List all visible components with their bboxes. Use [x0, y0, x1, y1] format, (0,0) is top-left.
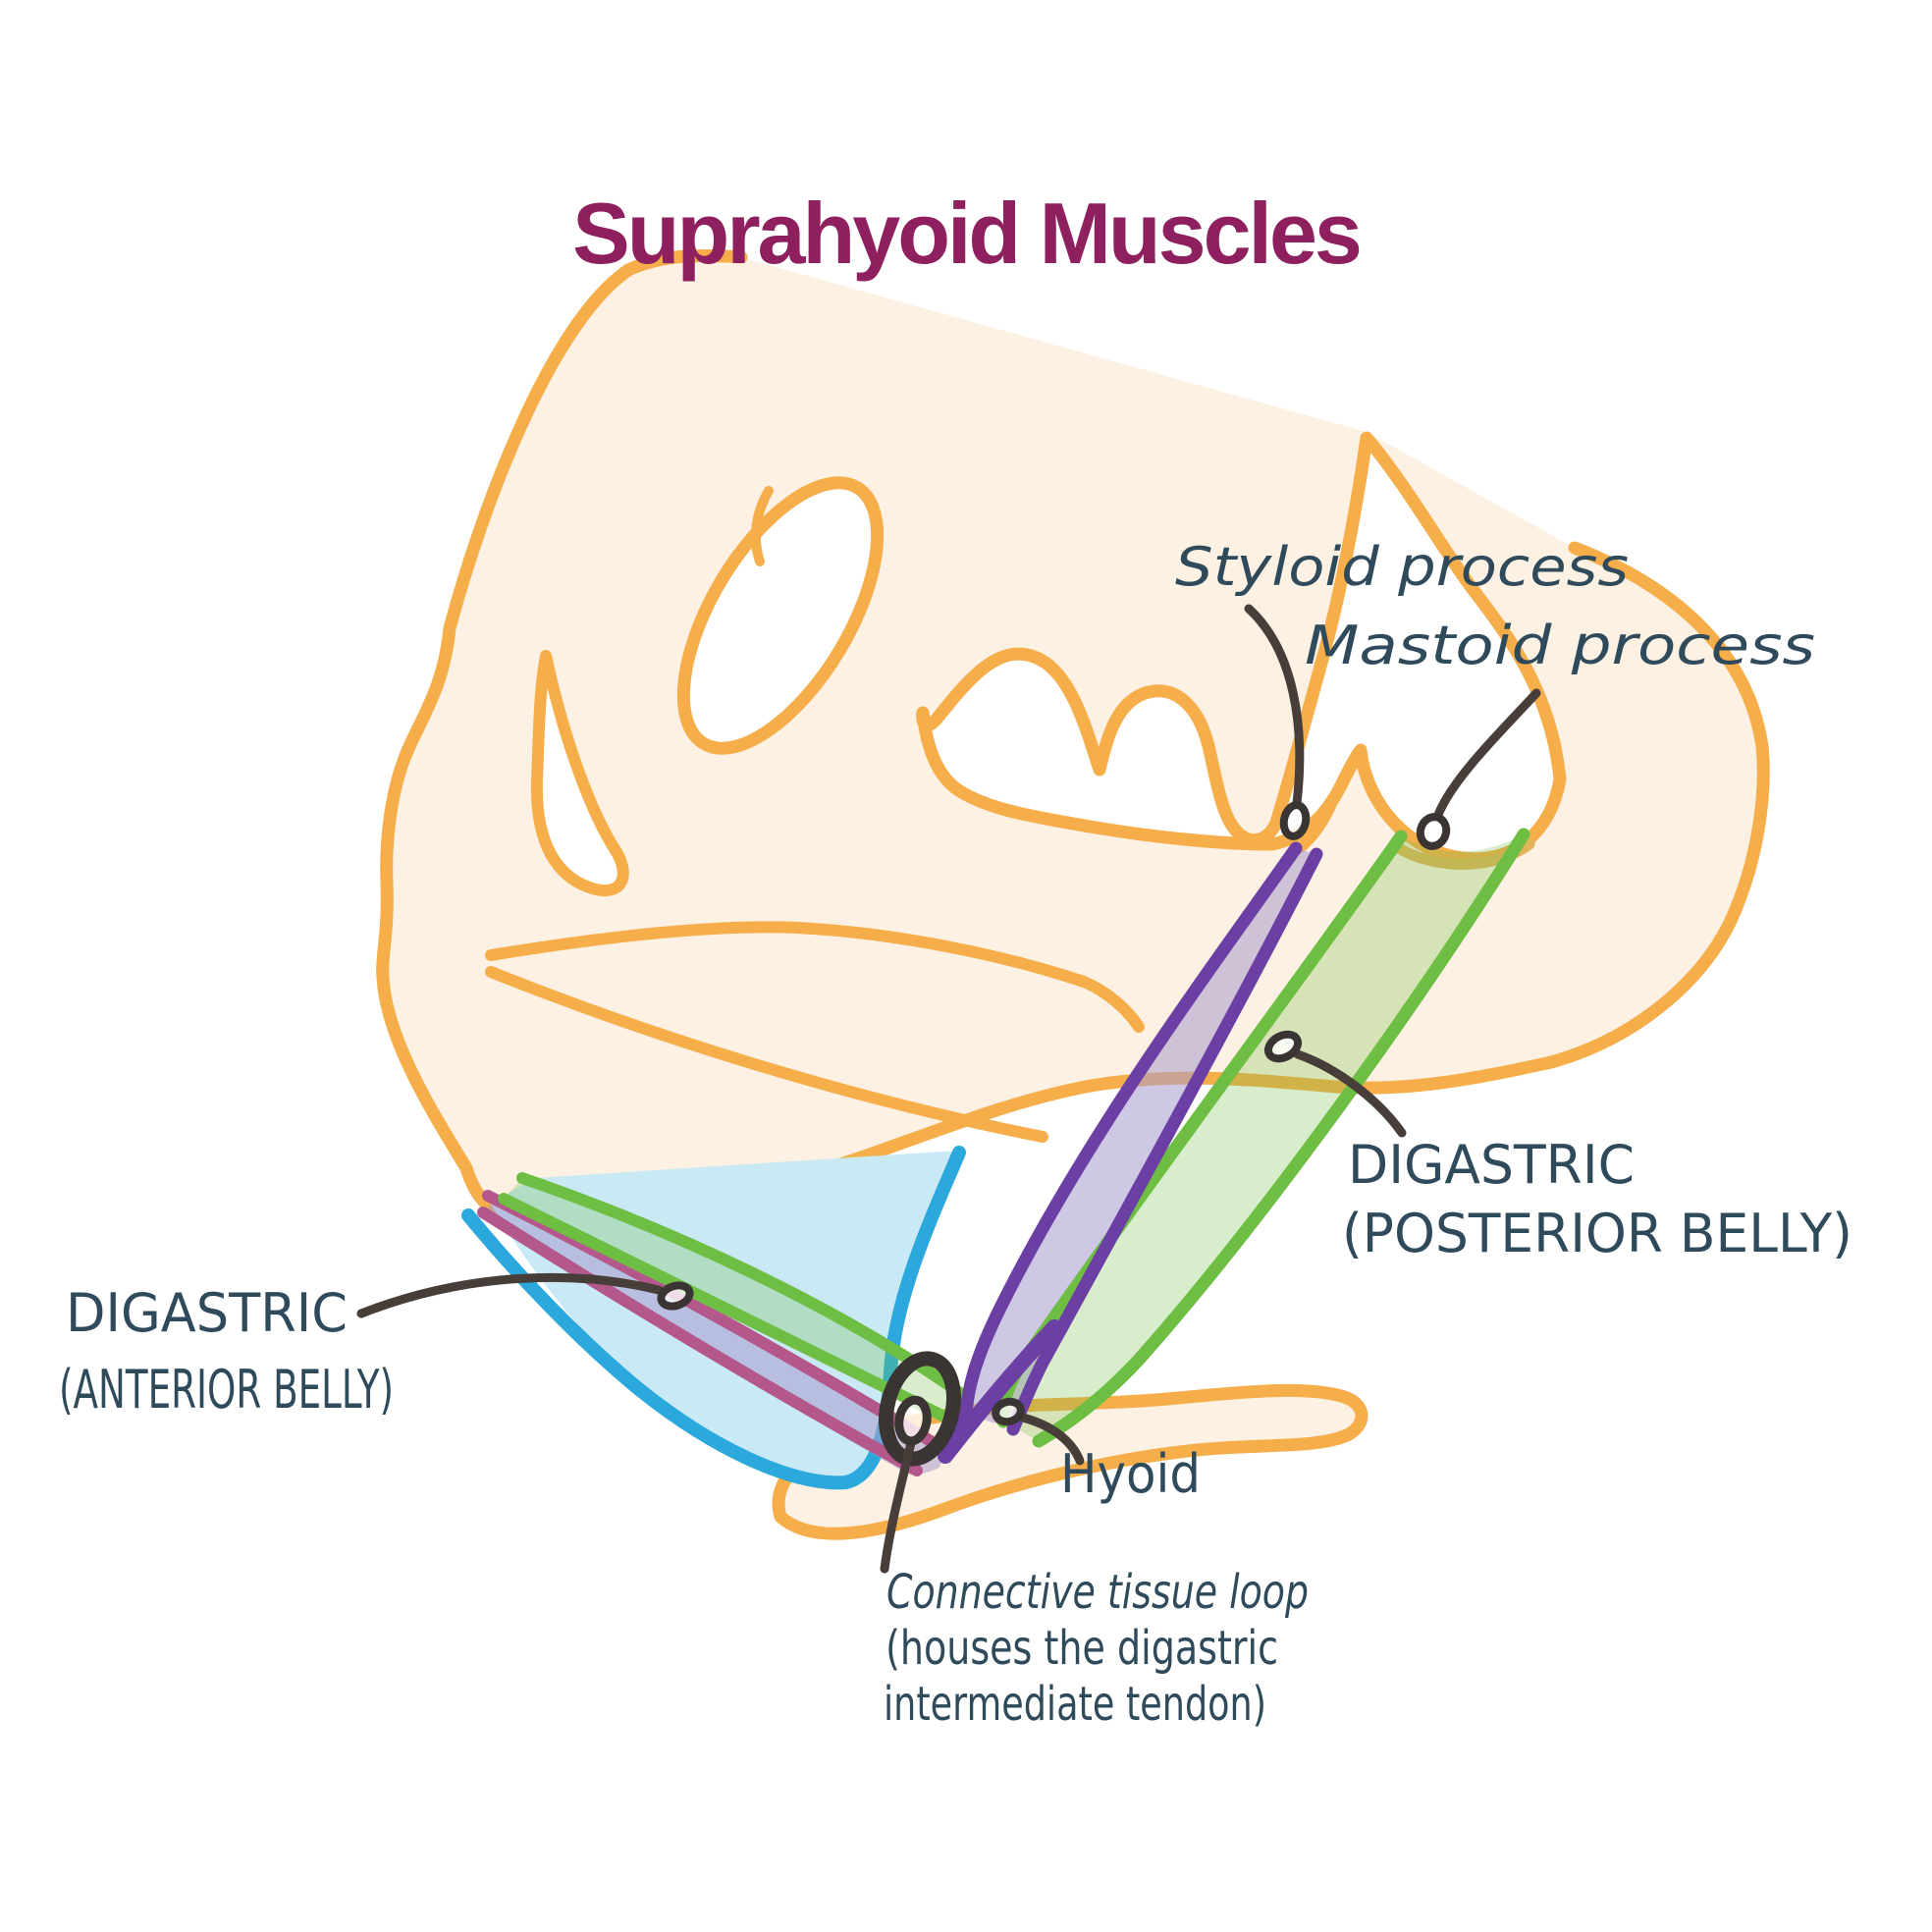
styloid-leader-line — [1244, 604, 1305, 808]
hyoid-leader-line — [1018, 1413, 1085, 1466]
digastric-anterior-fill — [504, 1178, 974, 1422]
digastric-anterior-edge-bottom — [498, 1193, 960, 1427]
mastoid-marker — [1416, 813, 1451, 850]
connective-loop-label-line1: Connective tissue loop — [886, 1565, 1309, 1620]
orbit-inner-line — [750, 486, 774, 566]
digastric-anterior-marker — [657, 1281, 694, 1311]
mastoid-leader-line — [1433, 688, 1541, 820]
digastric-posterior-leader-line — [1293, 1049, 1407, 1138]
orbit — [676, 476, 885, 755]
digastric-intermediate-tendon — [938, 1319, 1062, 1464]
stylohyoid-edge-right — [1006, 847, 1323, 1436]
digastric-posterior-fill — [1002, 834, 1524, 1441]
page-title: Suprahyoid Muscles — [572, 185, 1360, 282]
teeth-line — [485, 921, 1145, 1033]
mandible-inner-line — [485, 966, 1048, 1143]
digastric-posterior-label-line2: (POSTERIOR BELLY) — [1342, 1203, 1852, 1264]
skull-top-outline — [621, 249, 748, 277]
connective-loop-marker — [894, 1395, 932, 1446]
digastric-posterior-marker — [1263, 1030, 1303, 1063]
digastric-anterior-leader-line — [356, 1272, 664, 1318]
connective-loop-label-line2: (houses the digastric — [886, 1621, 1278, 1676]
nasal-aperture — [530, 650, 629, 897]
magenta-muscle-band-lower — [477, 1207, 923, 1476]
digastric-anterior-label-line2: (ANTERIOR BELLY) — [59, 1359, 394, 1421]
skull-left-profile-outline — [376, 263, 635, 1220]
hyoid-marker — [992, 1397, 1025, 1426]
connective-loop-leader-line — [880, 1438, 916, 1574]
digastric-posterior-label-line1: DIGASTRIC — [1348, 1134, 1635, 1196]
stylohyoid-fill — [966, 848, 1316, 1429]
digastric-posterior-edge-right — [1032, 828, 1530, 1448]
geniohyoid-lavender-band — [487, 1202, 941, 1476]
styloid-marker — [1279, 801, 1311, 840]
styloid-process-label: Styloid process — [1175, 536, 1629, 598]
mastoid-process-label: Mastoid process — [1305, 615, 1815, 676]
hyoid-label: Hyoid — [1060, 1443, 1201, 1505]
mylohyoid-outline — [461, 1146, 966, 1490]
digastric-anterior-label-line1: DIGASTRIC — [66, 1282, 348, 1344]
connective-loop-label-line3: intermediate tendon) — [884, 1677, 1266, 1732]
